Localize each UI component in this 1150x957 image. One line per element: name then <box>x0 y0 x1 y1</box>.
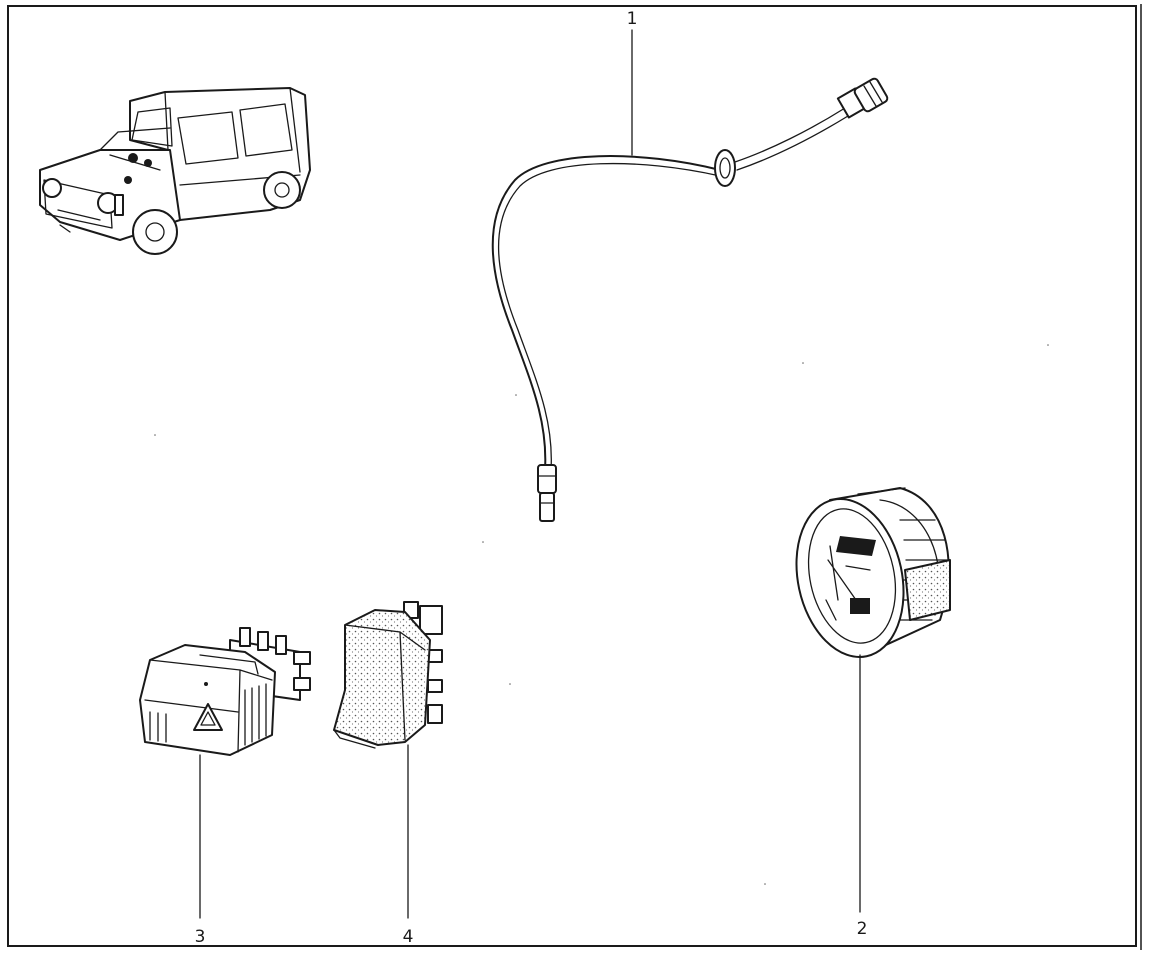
callout-2: 2 <box>857 919 868 939</box>
diagram-frame <box>7 5 1137 947</box>
vehicle-illustration <box>39 87 311 255</box>
instrument-gauge <box>795 487 951 658</box>
hazard-switch <box>139 627 311 756</box>
callout-3: 3 <box>195 927 206 947</box>
rocker-switch <box>333 601 443 749</box>
callout-4: 4 <box>403 927 414 947</box>
speedometer-cable <box>491 77 889 522</box>
warning-triangle-icon <box>193 703 223 731</box>
callout-1: 1 <box>627 9 638 29</box>
scan-speckles <box>154 344 1049 885</box>
